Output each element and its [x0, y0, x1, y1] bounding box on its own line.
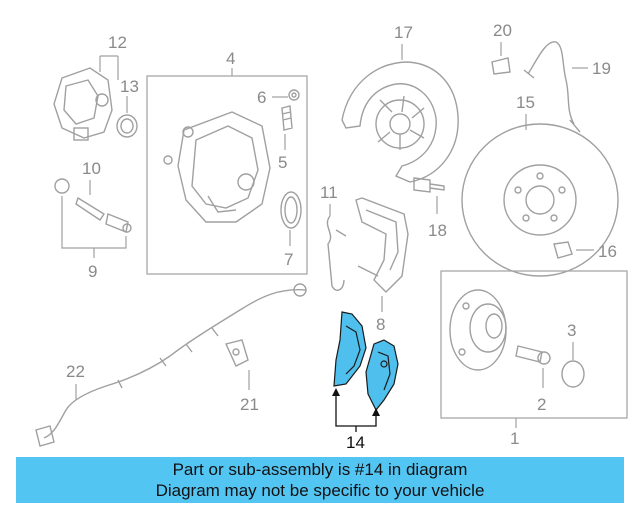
info-banner: Part or sub-assembly is #14 in diagram D… [16, 457, 624, 503]
svg-text:19: 19 [592, 59, 611, 78]
svg-text:5: 5 [278, 153, 287, 172]
part-16-rotor-screw[interactable] [553, 241, 573, 259]
part-9-guide-pin-set[interactable] [54, 178, 132, 233]
banner-line-1: Part or sub-assembly is #14 in diagram [172, 460, 468, 479]
part-22-sensor-wire[interactable] [35, 283, 307, 447]
svg-text:18: 18 [428, 221, 447, 240]
part-12-caliper-body[interactable] [53, 67, 113, 141]
part-7-piston-seal[interactable] [280, 191, 302, 229]
svg-text:22: 22 [66, 362, 85, 381]
callout-19[interactable]: 19 [572, 59, 611, 78]
part-17-dust-shield[interactable] [341, 61, 459, 183]
part-18-bolt[interactable] [413, 177, 445, 193]
part-11-spring-clip[interactable] [326, 215, 347, 291]
svg-text:13: 13 [120, 77, 139, 96]
callout-17[interactable]: 17 [394, 23, 413, 60]
callout-5[interactable]: 5 [278, 134, 287, 172]
svg-text:8: 8 [376, 315, 385, 334]
part-20-clip[interactable] [491, 57, 511, 75]
banner-line-2: Diagram may not be specific to your vehi… [155, 481, 485, 500]
part-15-brake-rotor[interactable] [461, 123, 619, 277]
svg-text:16: 16 [598, 242, 617, 261]
part-6-bleed-cap[interactable] [288, 89, 300, 101]
callout-12[interactable]: 12 [99, 33, 127, 80]
callout-21[interactable]: 21 [240, 370, 259, 414]
callout-14[interactable]: 14 [332, 388, 380, 452]
callout-18[interactable]: 18 [428, 196, 447, 240]
svg-text:15: 15 [516, 93, 535, 112]
part-14-brake-pads[interactable] [333, 311, 399, 412]
callout-7[interactable]: 7 [284, 230, 293, 269]
svg-text:11: 11 [320, 183, 338, 202]
callout-22[interactable]: 22 [66, 362, 85, 400]
callout-11[interactable]: 11 [320, 183, 338, 216]
callout-2[interactable]: 2 [537, 368, 546, 414]
svg-text:6: 6 [257, 88, 266, 107]
callout-6[interactable]: 6 [257, 88, 288, 107]
callout-9[interactable]: 9 [61, 196, 127, 281]
callout-15[interactable]: 15 [516, 93, 535, 130]
callout-8[interactable]: 8 [376, 296, 385, 334]
callout-20[interactable]: 20 [493, 21, 512, 56]
part-1-group-box [440, 270, 628, 419]
part-13-seal-ring[interactable] [116, 114, 138, 138]
part-5-bleed-screw[interactable] [281, 105, 293, 131]
callout-4[interactable]: 4 [226, 49, 235, 76]
svg-text:9: 9 [88, 262, 97, 281]
callout-10[interactable]: 10 [82, 159, 101, 195]
svg-text:12: 12 [108, 33, 127, 52]
part-4-group-box [146, 75, 308, 275]
svg-text:3: 3 [567, 321, 576, 340]
part-4-caliper[interactable] [163, 111, 271, 223]
brake-pad-outer[interactable] [365, 339, 399, 412]
part-2-axle-bolt[interactable] [515, 345, 551, 365]
svg-text:10: 10 [82, 159, 101, 178]
brake-pad-inner[interactable] [333, 311, 367, 387]
svg-text:17: 17 [394, 23, 413, 42]
parts-diagram: 12 13 4 6 5 [35, 21, 628, 452]
svg-text:14: 14 [346, 433, 365, 452]
callout-13[interactable]: 13 [120, 77, 139, 113]
part-8-caliper-bracket[interactable] [355, 197, 409, 293]
callout-16[interactable]: 16 [576, 242, 617, 261]
svg-text:2: 2 [537, 395, 546, 414]
callout-1[interactable]: 1 [510, 418, 519, 448]
callout-3[interactable]: 3 [567, 321, 576, 360]
svg-text:1: 1 [510, 429, 519, 448]
svg-text:20: 20 [493, 21, 512, 40]
part-1-wheel-hub[interactable] [449, 289, 507, 371]
svg-text:21: 21 [240, 395, 259, 414]
svg-text:7: 7 [284, 250, 293, 269]
svg-text:4: 4 [226, 49, 235, 68]
part-19-brake-hose[interactable] [523, 41, 581, 133]
part-21-sensor-bracket[interactable] [225, 339, 249, 367]
part-3-dust-cap[interactable] [561, 360, 585, 388]
